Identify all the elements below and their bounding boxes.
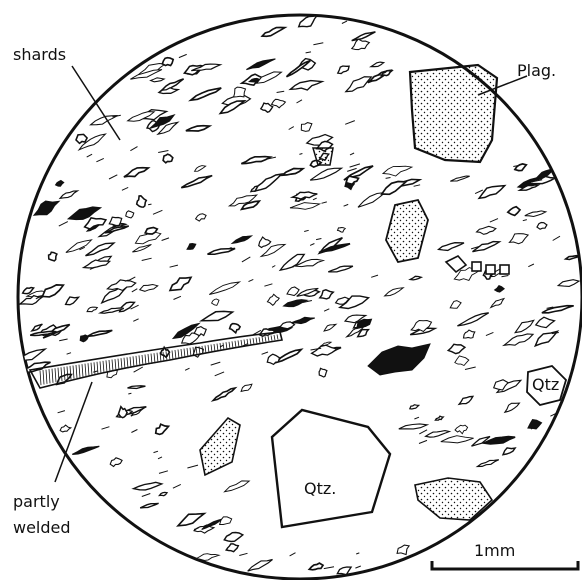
glass-shard [537, 223, 547, 230]
plagioclase-crystal [410, 65, 497, 162]
flow-streak [128, 393, 131, 394]
scale-label: 1mm [474, 541, 515, 560]
label-qtz-small: Qtz [532, 375, 559, 394]
scale-bar [432, 561, 578, 569]
flow-streak [148, 204, 151, 205]
glass-shard [145, 228, 157, 235]
glass-shard [163, 154, 173, 163]
glass-shard [76, 134, 87, 143]
glass-shard [162, 58, 173, 66]
label-partly: partly [13, 492, 60, 511]
glass-shard [319, 368, 327, 377]
glass-shard [234, 87, 246, 97]
glass-shard [126, 211, 134, 218]
label-plag: Plag. [517, 61, 556, 80]
label-shards: shards [13, 45, 66, 64]
label-welded: welded [13, 518, 71, 537]
label-qtz-large: Qtz. [304, 479, 336, 498]
